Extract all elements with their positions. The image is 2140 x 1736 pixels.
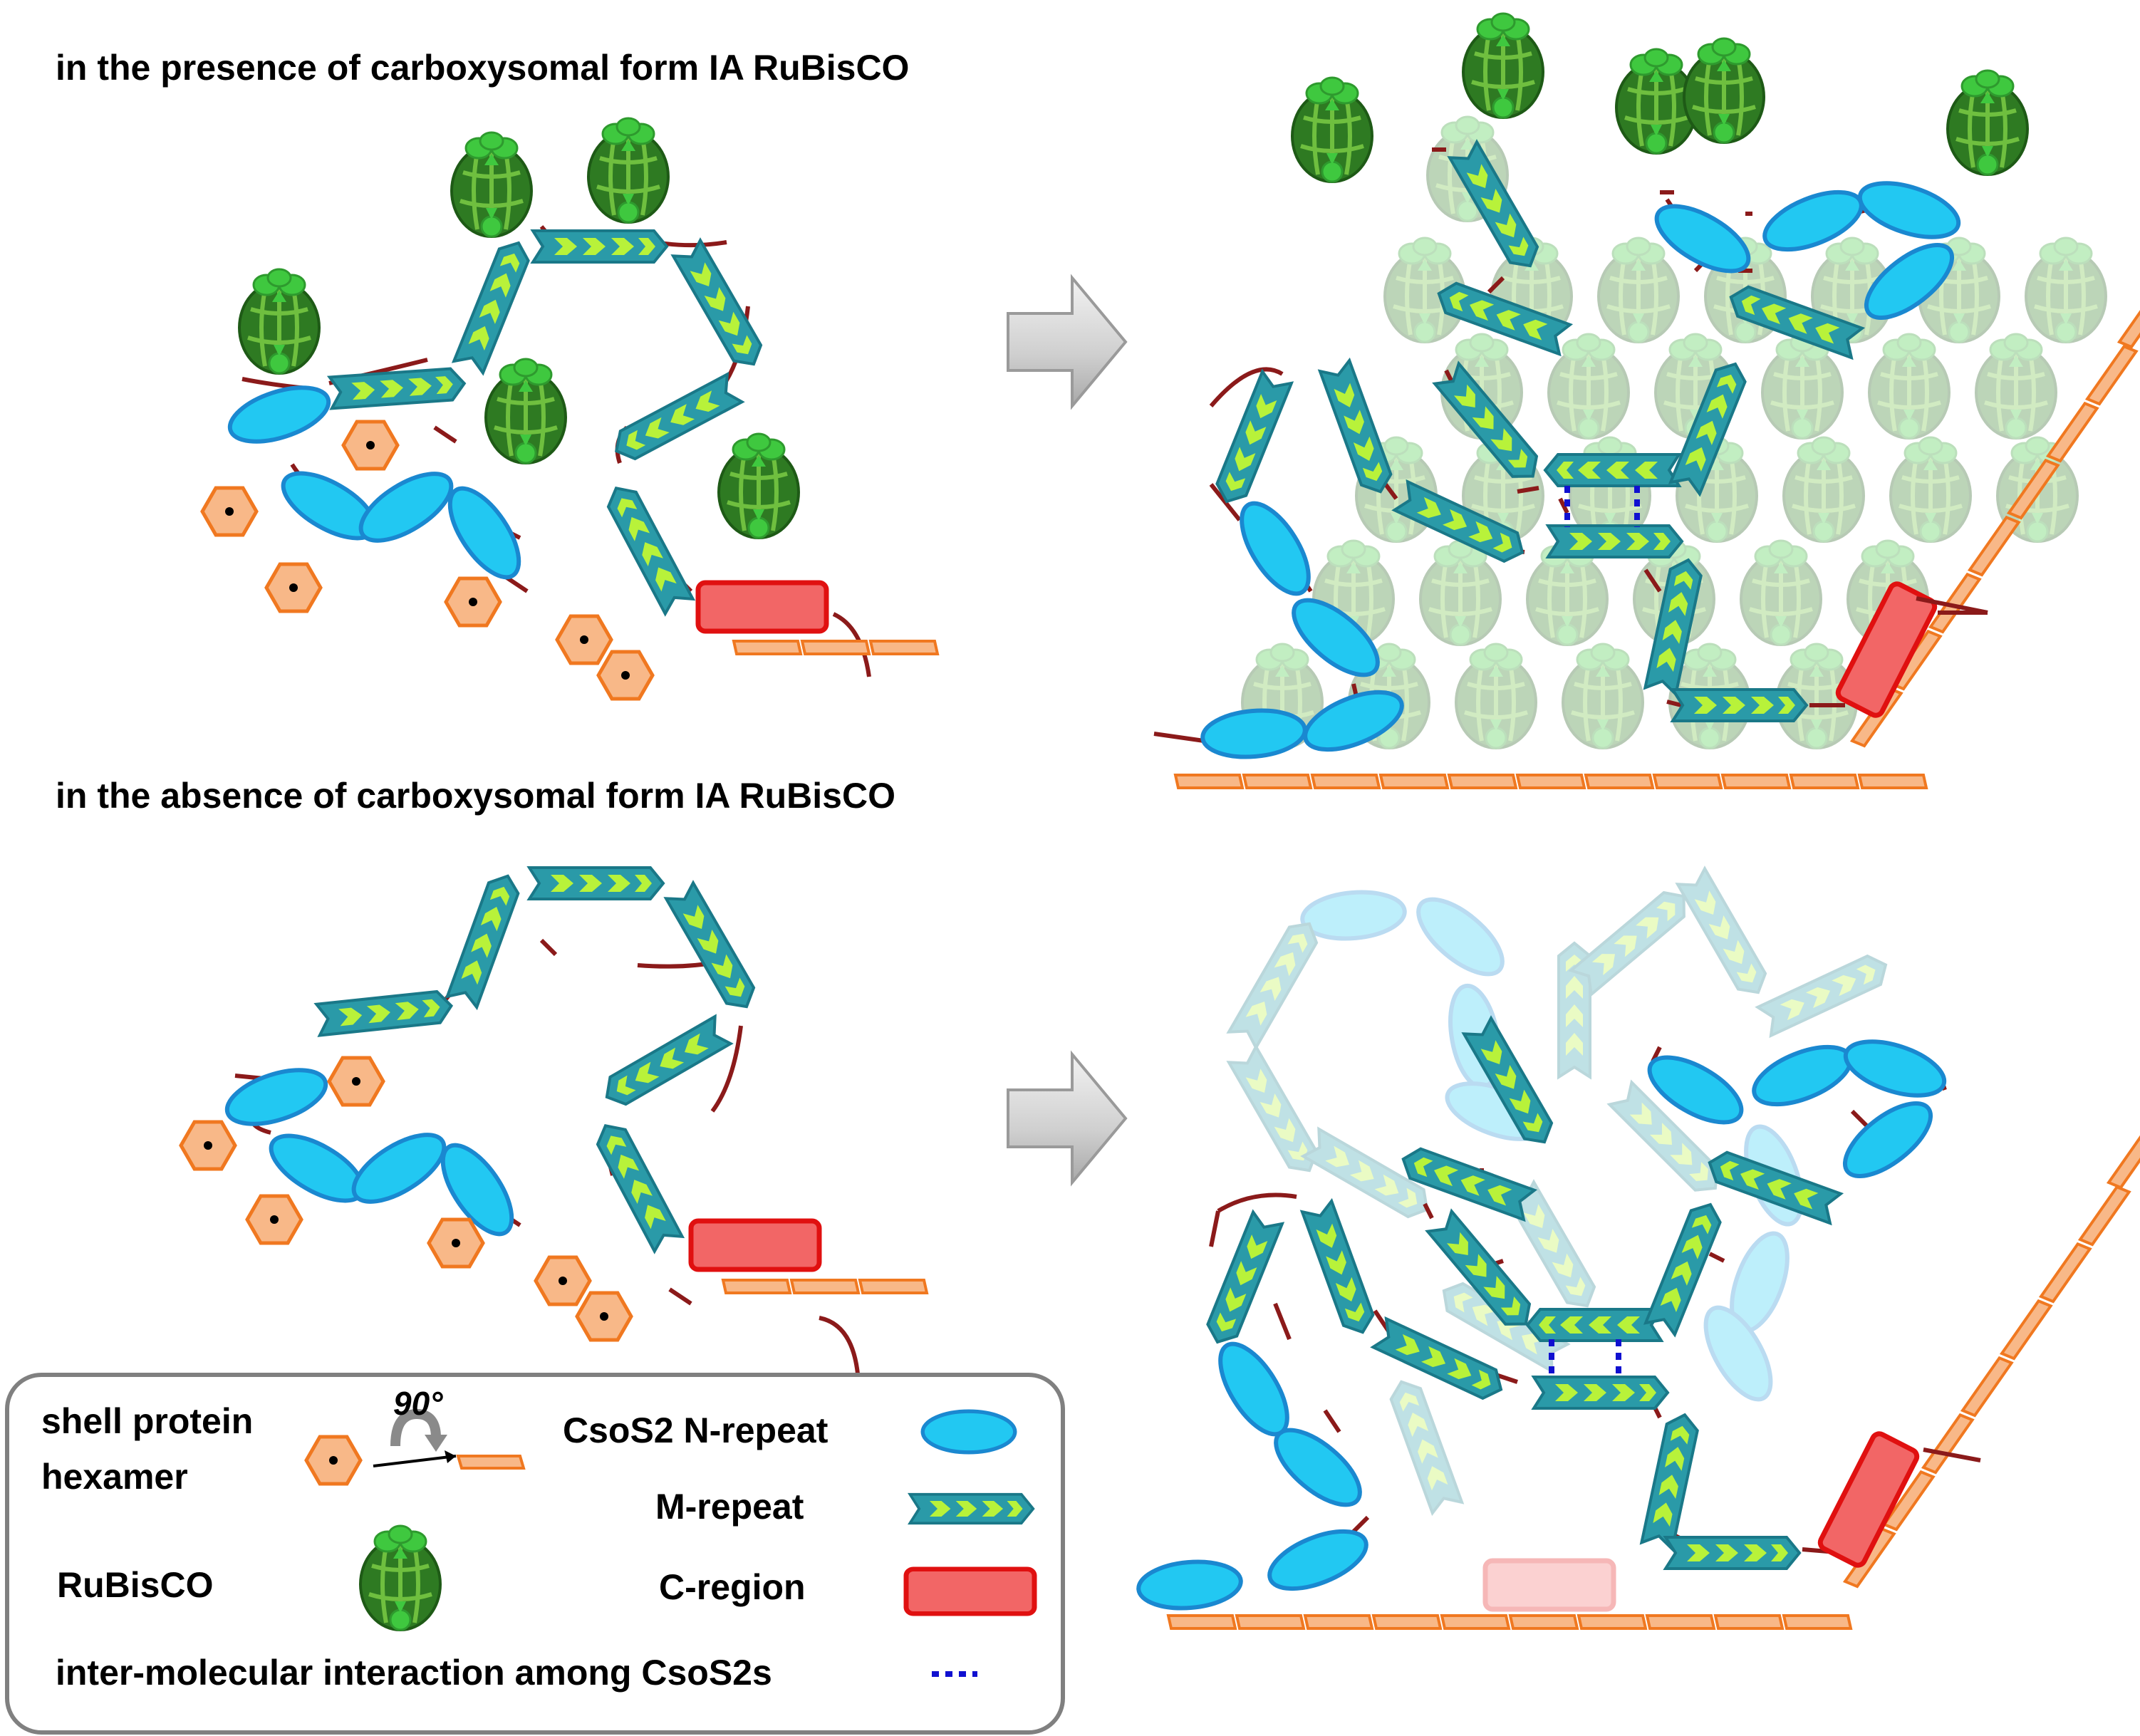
process-arrow-bottom — [1007, 1050, 1128, 1187]
m-repeat — [597, 1014, 732, 1113]
shell-segment — [732, 640, 802, 655]
process-arrow-top — [1007, 274, 1128, 410]
legend-shell-protein-label-2: hexamer — [41, 1457, 188, 1497]
m-repeat — [592, 1118, 682, 1252]
bottom-panel-title: in the absence of carboxysomal form IA R… — [56, 776, 895, 816]
c-region — [691, 1221, 819, 1269]
n-repeat — [1136, 1558, 1242, 1612]
rubisco — [1463, 14, 1543, 118]
shell-hexamer — [446, 578, 500, 625]
n-repeat — [1229, 493, 1322, 604]
legend-shell-protein-label-1: shell protein — [41, 1401, 253, 1441]
m-repeat — [528, 866, 665, 900]
legend-c-region-label: C-region — [659, 1567, 806, 1607]
intermolecular-interaction — [1549, 1339, 1621, 1379]
shell-hexamer — [266, 564, 321, 611]
legend-m-repeat-label: M-repeat — [655, 1487, 804, 1527]
n-repeat — [1262, 1519, 1373, 1600]
intermolecular-interaction — [1564, 486, 1640, 527]
m-repeat — [328, 366, 467, 410]
m-repeat — [609, 374, 742, 464]
top-right-scene — [1153, 14, 2140, 789]
m-repeat — [671, 239, 769, 374]
shell-hexamer — [343, 422, 398, 469]
n-repeat — [224, 377, 336, 452]
n-repeat — [1854, 172, 1965, 247]
m-repeat — [1547, 524, 1683, 558]
m-repeat — [1671, 688, 1808, 722]
rotation-angle-label: 90° — [393, 1385, 443, 1422]
rotation-arrow — [373, 1455, 457, 1467]
legend-rubisco-label: RuBisCO — [57, 1565, 213, 1605]
n-repeat — [1200, 707, 1307, 761]
m-repeat — [1526, 1308, 1663, 1342]
legend-box — [5, 1373, 1065, 1735]
shell-hexamer — [598, 652, 653, 699]
m-repeat — [1318, 359, 1397, 499]
shell-segment — [722, 1279, 791, 1294]
shell-segment — [790, 1279, 860, 1294]
legend-n-repeat-icon — [923, 1411, 1015, 1452]
n-repeat — [437, 477, 532, 588]
bottom-left-scene — [181, 866, 928, 1383]
shell-hexamer — [247, 1196, 301, 1243]
m-repeat — [452, 235, 535, 375]
m-repeat — [1664, 1536, 1801, 1570]
rotation-icon — [390, 1408, 441, 1447]
top-left-scene — [202, 118, 939, 699]
shell-hexamer — [429, 1220, 483, 1267]
shell-hexamer — [557, 616, 611, 663]
rubisco — [588, 118, 668, 222]
m-repeat — [664, 881, 762, 1017]
top-panel-title: in the presence of carboxysomal form IA … — [56, 48, 909, 88]
shell-hexamer — [577, 1293, 631, 1340]
m-repeat — [445, 869, 524, 1009]
shell-segment — [858, 1279, 928, 1294]
legend-m-repeat-icon — [908, 1492, 1035, 1525]
m-repeat — [315, 989, 455, 1037]
n-repeat — [1207, 1334, 1301, 1445]
shell-hexamer — [536, 1257, 590, 1304]
n-repeat — [1746, 1035, 1858, 1116]
legend-interaction-label: inter-molecular interaction among CsoS2s — [56, 1653, 772, 1693]
legend-shell-bar-icon — [456, 1455, 526, 1470]
rubisco — [239, 269, 319, 373]
m-repeat — [531, 229, 668, 264]
m-repeat — [1640, 1410, 1702, 1551]
shell-segment — [801, 640, 871, 655]
m-repeat — [1532, 1376, 1669, 1410]
n-repeat — [1839, 1031, 1951, 1106]
n-repeat — [343, 1122, 455, 1215]
n-repeat — [221, 1059, 333, 1134]
shell-segment — [869, 640, 939, 655]
m-repeat — [603, 481, 693, 614]
rubisco — [1292, 78, 1372, 182]
rubisco — [452, 132, 531, 237]
rubisco — [1948, 71, 2027, 175]
c-region — [698, 583, 826, 631]
shell-hexamer — [329, 1058, 383, 1105]
m-repeat — [1544, 453, 1681, 487]
rubisco — [1684, 38, 1764, 142]
bottom-right-scene — [1136, 867, 2140, 1630]
shell-hexamer — [202, 488, 256, 535]
legend: shell protein hexamer 90° RuBisCO CsoS2 … — [5, 1373, 1065, 1735]
shell-hexamer — [181, 1122, 235, 1169]
n-repeat — [1834, 1090, 1943, 1189]
legend-hexamer-icon — [306, 1437, 360, 1484]
rubisco — [719, 434, 799, 538]
legend-n-repeat-label: CsoS2 N-repeat — [563, 1410, 829, 1450]
legend-c-region-icon — [906, 1569, 1034, 1614]
rubisco — [486, 359, 566, 463]
m-repeat — [1300, 1200, 1379, 1339]
